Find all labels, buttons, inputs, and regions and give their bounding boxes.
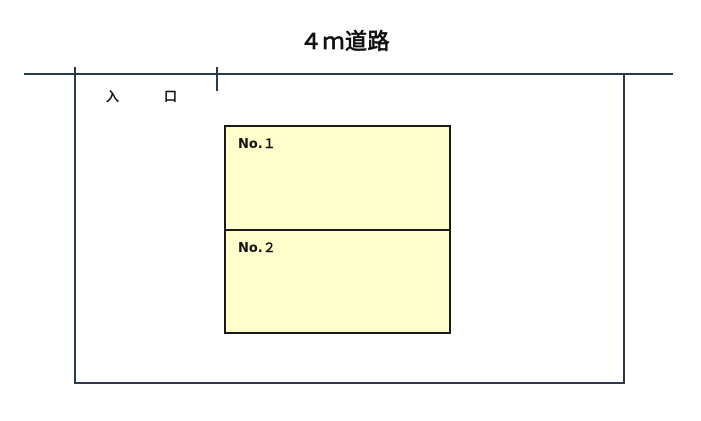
entrance-right-tick	[216, 67, 218, 91]
entrance-label: 入 口	[106, 90, 194, 105]
road-edge-line	[24, 73, 673, 75]
road-label: ４ｍ道路	[300, 30, 391, 55]
parking-space-2-label: No.２	[238, 241, 276, 256]
parking-space-2: No.２	[224, 229, 451, 334]
lot-boundary	[74, 74, 625, 384]
parking-space-1-label: No.１	[238, 137, 276, 152]
parking-space-1: No.１	[224, 125, 451, 231]
